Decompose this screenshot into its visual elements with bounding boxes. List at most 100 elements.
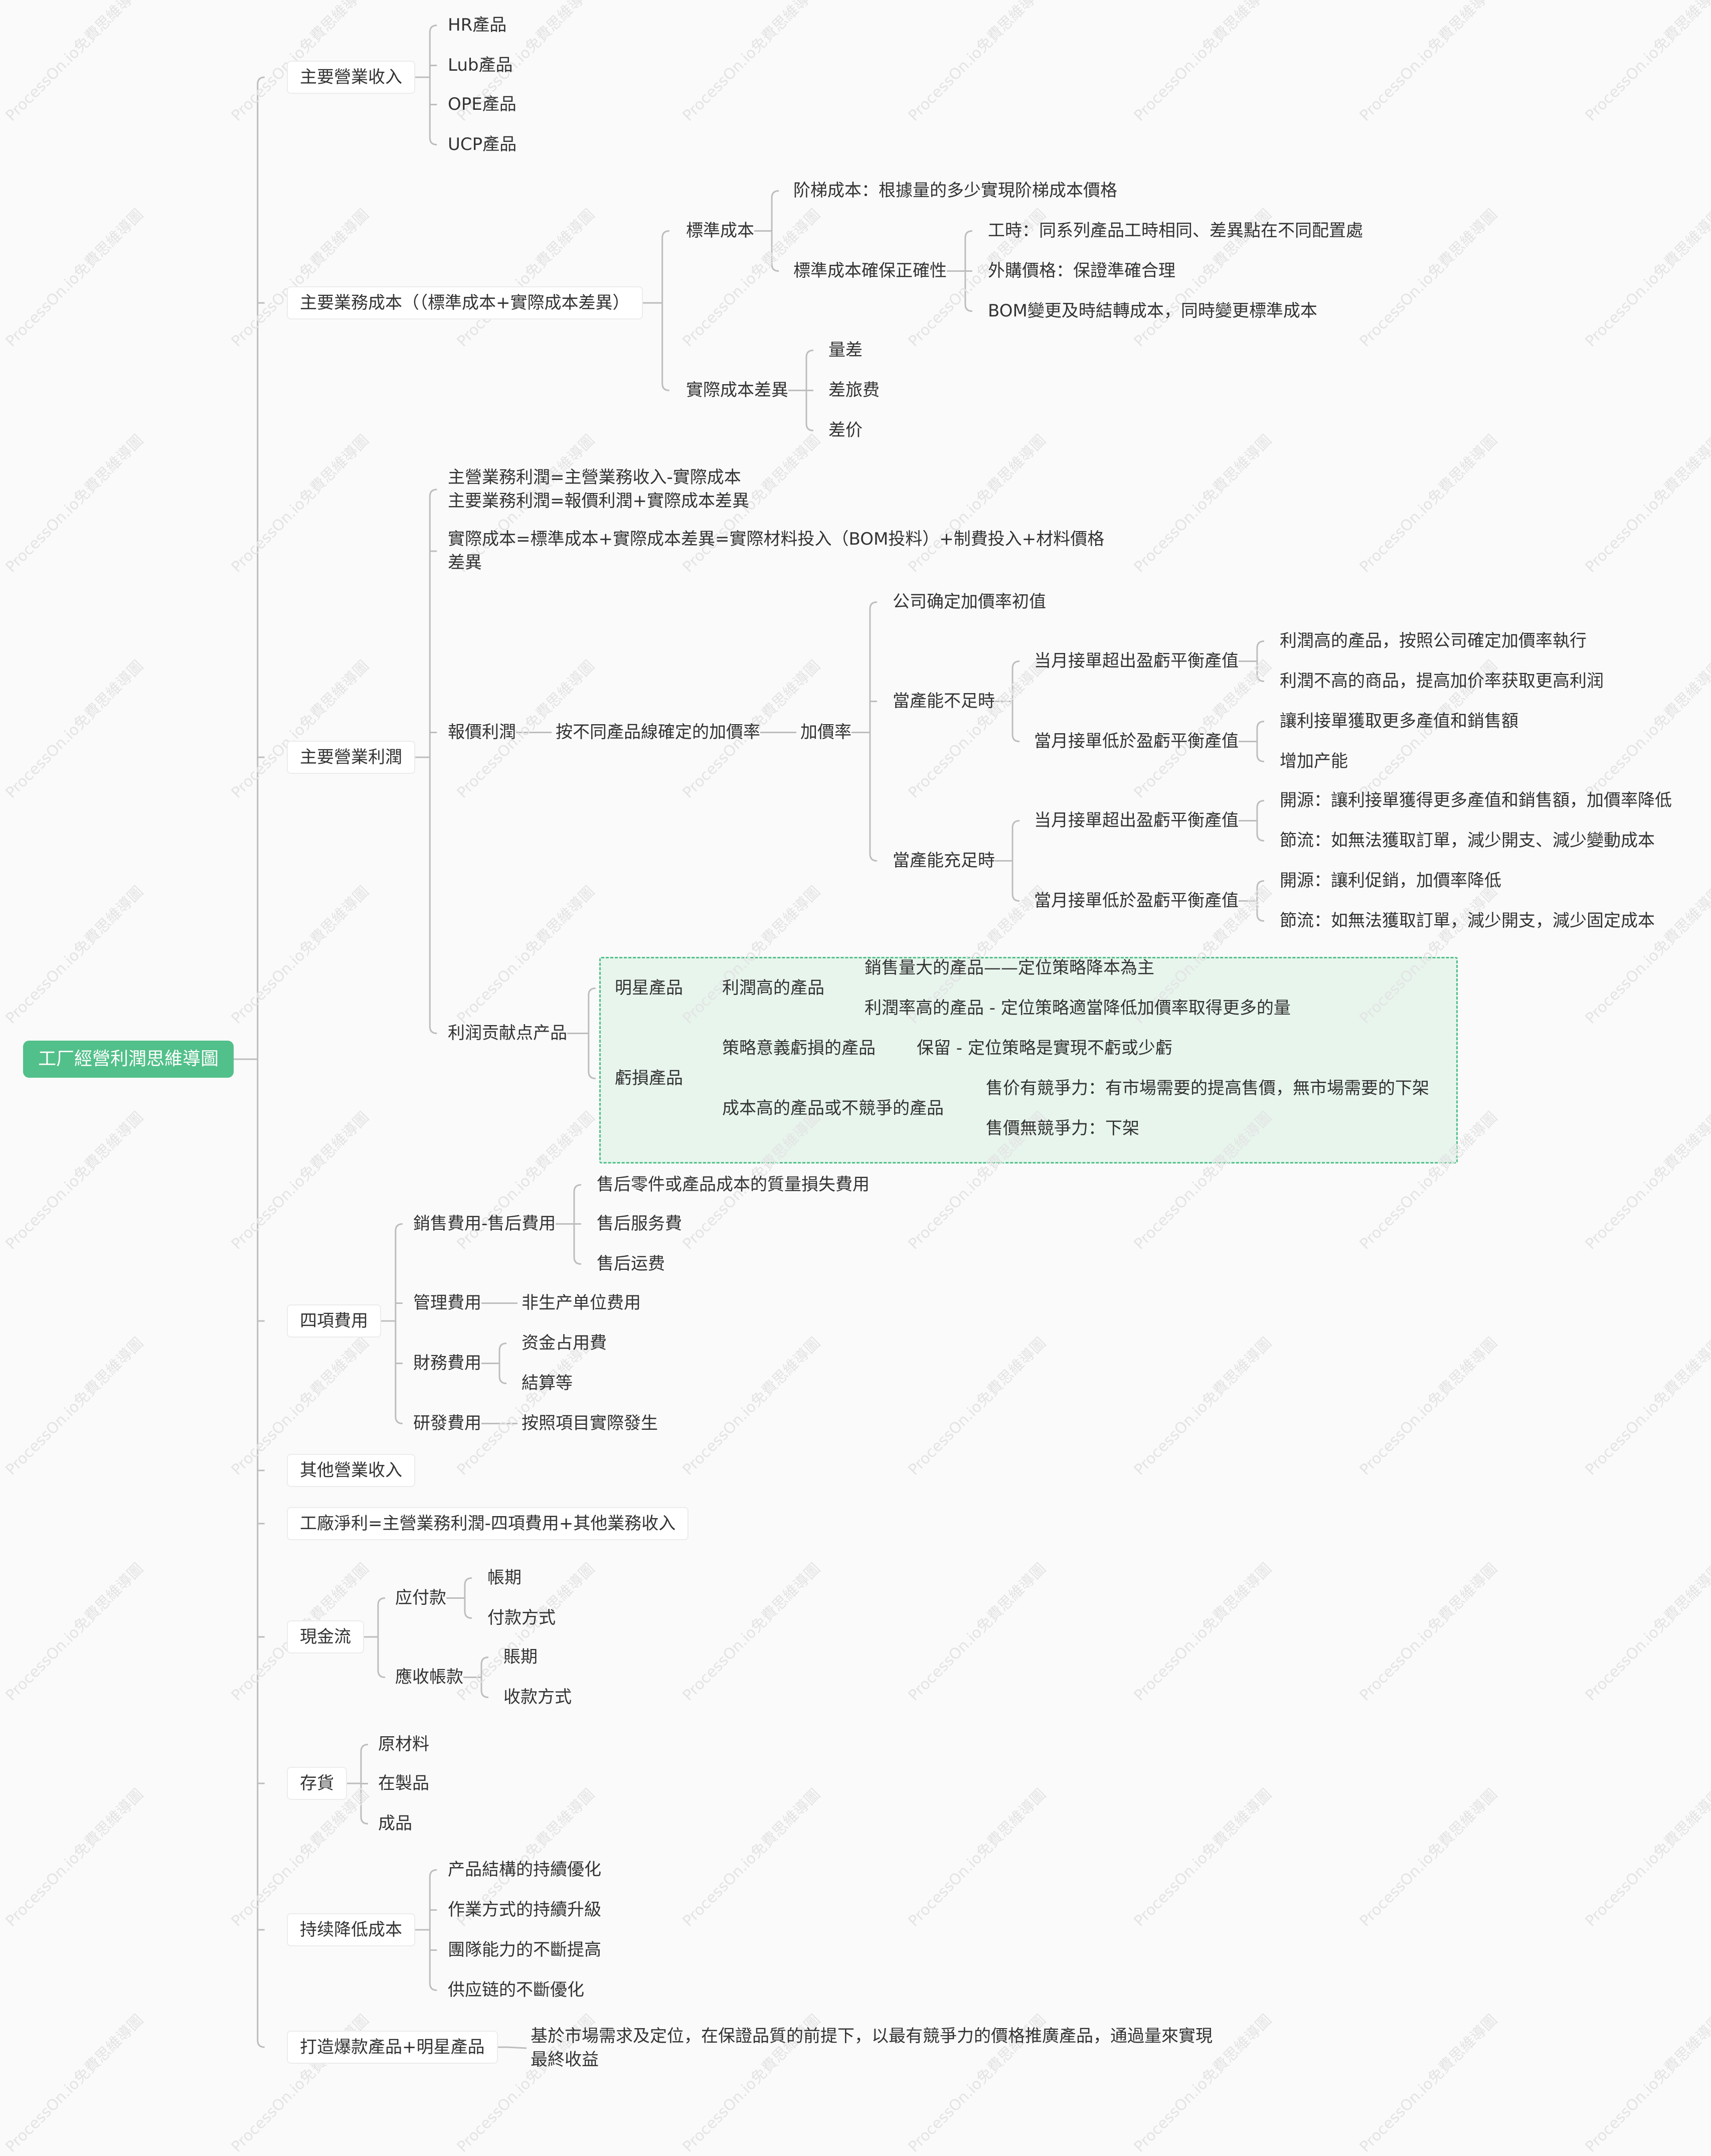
item-finance-expense[interactable]: 財務費用 [413,1353,481,1373]
connector-n3c1a2a [1239,640,1264,682]
item-cut-cost-1[interactable]: 節流：如無法獲取訂單，減少開支、減少變動成本 [1280,831,1655,851]
item-price-variance[interactable]: 差价 [828,420,863,440]
item-collection-method[interactable]: 收款方式 [503,1687,572,1707]
item-hit-product-strategy[interactable]: 基於市場需求及定位，在保證品質的前提下，以最有競爭力的價格推廣產品，通過量來實現… [531,2026,1213,2070]
item-discount-orders[interactable]: 讓利接單獲取更多產值和銷售額 [1280,711,1518,731]
item-ope-product[interactable]: OPE產品 [448,94,517,114]
item-per-project[interactable]: 按照項目實際發生 [522,1413,658,1433]
topic-net-profit[interactable]: 工廠淨利=主營業務利潤-四項費用+其他業務收入 [287,1507,689,1540]
item-standard-cost[interactable]: 標準成本 [686,221,754,241]
item-quantity-variance[interactable]: 量差 [828,340,863,360]
item-star-products[interactable]: 明星產品 [615,978,683,998]
item-after-sales-service[interactable]: 售后服务費 [597,1214,682,1234]
item-high-profit-product[interactable]: 利潤高的產品，按照公司確定加價率執行 [1280,631,1587,651]
item-finished-goods[interactable]: 成品 [378,1813,412,1834]
item-open-source-2[interactable]: 開源：讓利促銷，加價率降低 [1280,871,1501,891]
connector-root [234,76,265,2048]
item-admin-expense[interactable]: 管理費用 [413,1293,481,1313]
root-topic[interactable]: 工厂經營利潤思維導圖 [23,1041,234,1078]
item-markup-by-line[interactable]: 按不同產品線確定的加價率 [556,722,760,742]
topic-cash-flow[interactable]: 現金流 [287,1620,364,1653]
item-supply-chain[interactable]: 供应链的不斷優化 [448,1980,584,2000]
topic-main-profit[interactable]: 主要營業利潤 [287,741,415,774]
item-quote-profit[interactable]: 報價利潤 [448,722,516,742]
item-actual-cost-variance[interactable]: 實際成本差異 [686,380,788,400]
item-purchase-price[interactable]: 外購價格：保證準確合理 [988,261,1175,281]
connector-n4c [481,1343,507,1384]
item-settlement[interactable]: 結算等 [522,1373,573,1393]
item-markup-rate[interactable]: 加價率 [800,722,851,742]
item-high-profit-products[interactable]: 利潤高的產品 [722,978,824,998]
connector-n3c1a [851,601,877,862]
item-cut-cost-2[interactable]: 節流：如無法獲取訂單，減少開支，減少固定成本 [1280,911,1655,931]
item-receivable-term[interactable]: 賬期 [503,1647,538,1667]
connector-n4 [381,1223,403,1424]
topic-main-cost[interactable]: 主要業務成本（（標準成本+實際成本差異） [287,286,643,319]
item-high-volume[interactable]: 銷售量大的產品——定位策略降本為主 [865,958,1154,978]
connector-n7b [463,1656,489,1698]
item-price-not-competitive[interactable]: 售價無競爭力：下架 [986,1118,1139,1138]
topic-hit-products[interactable]: 打造爆款產品+明星產品 [287,2031,498,2064]
item-open-source-1[interactable]: 開源：讓利接單獲得更多產值和銷售額，加價率降低 [1280,790,1672,810]
item-increase-capacity[interactable]: 增加产能 [1280,751,1348,771]
item-ucp-product[interactable]: UCP產品 [448,134,517,154]
item-capacity-sufficient[interactable]: 當產能充足時 [893,851,995,871]
item-work-hours[interactable]: 工時：同系列產品工時相同、差異點在不同配置處 [988,221,1363,241]
connector-n2a2 [947,230,972,312]
connector-n7 [364,1597,385,1678]
item-profit-formula[interactable]: 主營業務利潤=主營業務收入-實際成本 主要業務利潤=報價利潤+實際成本差異 [448,467,749,511]
item-actual-cost-formula[interactable]: 實際成本=標準成本+實際成本差異=實際材料投入（BOM投料）+制費投入+材料價格… [448,529,1105,573]
item-product-structure[interactable]: 产品結構的持續優化 [448,1860,601,1880]
item-after-sales-freight[interactable]: 售后运费 [597,1254,665,1274]
item-high-cost-products[interactable]: 成本高的產品或不競爭的產品 [722,1098,944,1118]
item-bom-change[interactable]: BOM變更及時結轉成本，同時變更標準成本 [988,301,1317,321]
item-keep[interactable]: 保留 - 定位策略是實現不虧或少虧 [917,1038,1172,1058]
item-orders-below-breakeven-1[interactable]: 當月接單低於盈虧平衡產值 [1034,731,1239,751]
connector-n3 [415,488,437,1034]
connector-n2 [643,230,669,391]
connector-n1 [415,25,437,145]
connector-n3c1a2b [1239,721,1264,762]
item-raw-material[interactable]: 原材料 [378,1734,429,1754]
topic-cost-reduction[interactable]: 持续降低成本 [287,1913,415,1946]
item-receivables[interactable]: 應收帳款 [395,1667,463,1687]
item-wip[interactable]: 在製品 [378,1773,429,1793]
item-low-profit-product[interactable]: 利潤不高的商品，提高加价率获取更高利润 [1280,671,1604,691]
item-orders-below-breakeven-2[interactable]: 當月接單低於盈虧平衡產值 [1034,891,1239,911]
item-rd-expense[interactable]: 研發費用 [413,1413,481,1433]
connector-n3c1a3b [1239,880,1264,922]
item-team-capability[interactable]: 團隊能力的不斷提高 [448,1940,601,1960]
item-orders-above-breakeven-2[interactable]: 当月接單超出盈虧平衡產值 [1034,810,1239,831]
item-capacity-insufficient[interactable]: 當產能不足時 [893,691,995,711]
item-standard-cost-accuracy[interactable]: 標準成本確保正確性 [793,261,947,281]
item-initial-markup[interactable]: 公司确定加價率初值 [893,592,1046,612]
connector-n9 [415,1869,437,1991]
item-strategic-loss[interactable]: 策略意義虧損的產品 [722,1038,876,1058]
item-payables[interactable]: 应付款 [395,1588,446,1608]
item-loss-products[interactable]: 虧損產品 [615,1068,683,1088]
connector-n2a [754,190,779,272]
item-quality-loss[interactable]: 售后零件或產品成本的質量損失費用 [597,1175,870,1195]
connector-n7a [446,1577,472,1619]
item-profit-products[interactable]: 利润贡献点产品 [448,1023,567,1043]
item-payable-term[interactable]: 帳期 [487,1568,522,1588]
topic-inventory[interactable]: 存貨 [287,1767,347,1800]
item-travel-expense[interactable]: 差旅费 [828,380,880,400]
item-sales-expense[interactable]: 銷售費用-售后費用 [413,1214,556,1234]
topic-other-revenue[interactable]: 其他營業收入 [287,1454,415,1487]
item-tier-cost[interactable]: 阶梯成本：根據量的多少實現阶梯成本價格 [793,181,1117,201]
item-non-production[interactable]: 非生产单位费用 [522,1293,641,1313]
item-orders-above-breakeven-1[interactable]: 当月接單超出盈虧平衡產值 [1034,651,1239,671]
item-high-margin[interactable]: 利潤率高的產品 - 定位策略適當降低加價率取得更多的量 [865,998,1291,1018]
item-price-competitive[interactable]: 售价有競爭力：有市場需要的提高售價，無市場需要的下架 [986,1078,1429,1098]
item-lub-product[interactable]: Lub產品 [448,55,513,75]
item-payment-method[interactable]: 付款方式 [487,1608,556,1628]
connector-n2b [788,350,814,431]
connector-n3c1a2 [995,660,1020,742]
item-work-method[interactable]: 作業方式的持續升級 [448,1900,601,1920]
topic-four-expenses[interactable]: 四項費用 [287,1304,381,1338]
connector-n3d [567,987,596,1079]
item-capital-cost[interactable]: 资金占用費 [522,1333,607,1353]
item-hr-product[interactable]: HR產品 [448,15,507,35]
topic-main-revenue[interactable]: 主要營業收入 [287,61,415,94]
